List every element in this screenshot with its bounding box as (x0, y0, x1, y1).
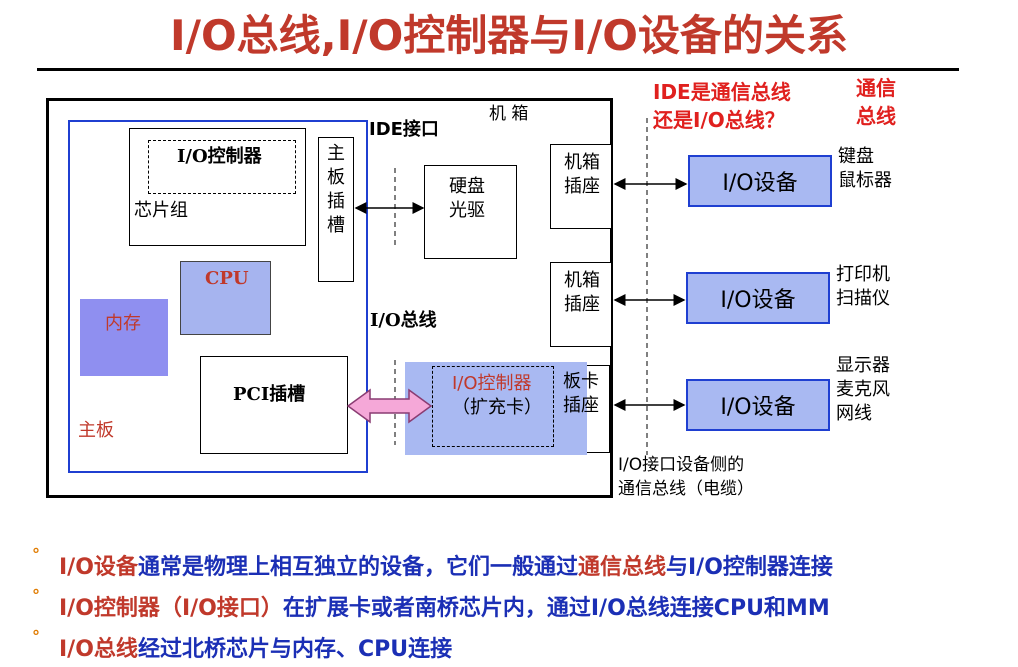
io-bus-arrow (346, 388, 433, 424)
case-socket-2 (550, 262, 612, 347)
cpu-label: CPU (205, 268, 249, 289)
monitor-label: 显示器 (836, 355, 890, 376)
bullet-marker: ° (32, 627, 40, 646)
memory-box (80, 299, 168, 376)
bullet-2-text: 在扩展卡或者南桥芯片内，通过I/O总线连接CPU和MM (282, 596, 830, 621)
motherboard-label: 主板 (78, 420, 114, 441)
case-socket-1-label: 机箱 (564, 152, 600, 173)
chipset-box (129, 128, 306, 246)
pci-slot-label: PCI插槽 (233, 384, 306, 405)
io-bus-label: I/O总线 (370, 310, 437, 331)
case-label: 机 箱 (489, 104, 529, 124)
board-socket-label: 板卡 (563, 371, 599, 392)
motherboard (68, 120, 368, 473)
scanner-label: 扫描仪 (836, 288, 890, 309)
keyboard-label: 键盘 (838, 146, 874, 167)
bullet-marker: ° (32, 545, 40, 564)
io-device-2: I/O设备 (686, 272, 830, 324)
bullet-2-term-2: （I/O接口） (159, 596, 283, 621)
expansion-card (405, 362, 587, 455)
motherboard-slot-label: 主板插槽 (327, 143, 345, 236)
io-controller-label: I/O控制器 (177, 146, 262, 167)
expansion-controller-label: I/O控制器 (452, 373, 532, 394)
device-side-bus-line-2: 通信总线（电缆） (618, 479, 754, 499)
ide-interface-label: IDE接口 (369, 119, 439, 140)
bullet-1-term: I/O设备 (59, 555, 138, 580)
comm-bus-label-1: 通信 (856, 76, 896, 100)
motherboard-slot (318, 137, 354, 282)
optical-drive-label: 光驱 (449, 200, 485, 221)
case-socket-2-label: 机箱 (564, 270, 600, 291)
printer-label: 打印机 (836, 264, 890, 285)
disk-box (424, 165, 517, 259)
device-side-bus-line-1: I/O接口设备侧的 (618, 455, 745, 475)
bullet-1-term-2: 通信总线 (577, 555, 666, 580)
ide-question-line-2: 还是I/O总线？ (653, 108, 785, 132)
case-socket-1-sublabel: 插座 (564, 176, 600, 197)
bullet-3-term: I/O总线 (59, 637, 138, 662)
bullet-2-term: I/O控制器 (59, 596, 160, 621)
microphone-label: 麦克风 (836, 379, 890, 400)
board-socket-sublabel: 插座 (563, 395, 599, 416)
case-socket-1 (550, 144, 612, 229)
bullet-1-text-2: 与I/O控制器连接 (665, 555, 833, 580)
chipset-label: 芯片组 (134, 200, 188, 221)
io-device-3: I/O设备 (686, 379, 830, 431)
io-controller-box (148, 140, 296, 194)
page-title: I/O总线,I/O控制器与I/O设备的关系 (170, 11, 848, 60)
memory-label: 内存 (105, 313, 141, 334)
pci-slot-box (200, 356, 348, 454)
io-device-1: I/O设备 (688, 155, 832, 207)
expansion-card-label: （扩充卡） (452, 397, 542, 418)
bullet-3-text: 经过北桥芯片与内存、CPU连接 (137, 637, 453, 662)
title-divider (37, 68, 959, 71)
bullet-1-text-1: 通常是物理上相互独立的设备，它们一般通过 (137, 555, 578, 580)
network-cable-label: 网线 (836, 403, 872, 424)
disk-label: 硬盘 (449, 176, 485, 197)
case-socket-2-sublabel: 插座 (564, 294, 600, 315)
mouse-label: 鼠标器 (838, 170, 892, 191)
bullet-marker: ° (32, 586, 40, 605)
expansion-socket-divider (553, 366, 587, 447)
comm-bus-label-2: 总线 (856, 104, 896, 128)
ide-question-line-1: IDE是通信总线 (653, 80, 791, 104)
cpu-box (180, 261, 271, 335)
